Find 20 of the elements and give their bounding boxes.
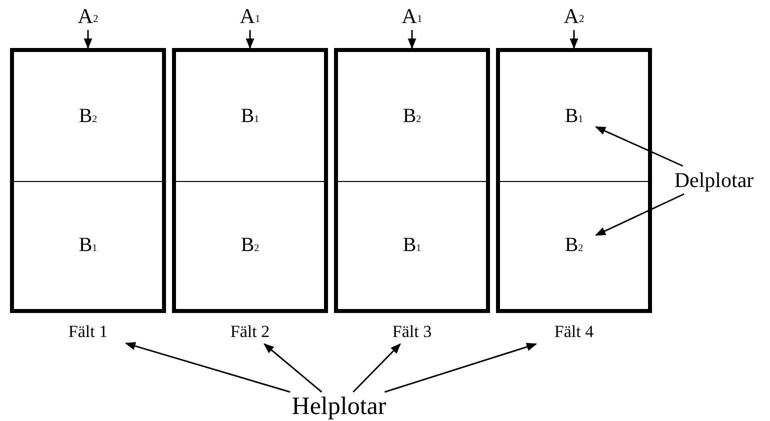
whole-plot-box	[334, 48, 490, 313]
arrow	[595, 193, 684, 236]
whole-plot-box	[496, 48, 652, 313]
whole-plot-box	[10, 48, 166, 313]
whole-plot-box	[172, 48, 328, 313]
arrow	[384, 342, 538, 393]
callout-label: Helplotar	[288, 392, 390, 421]
callout-label: Delplotar	[660, 166, 768, 194]
arrow	[352, 343, 401, 393]
field-label: Fält 3	[374, 320, 450, 344]
field-label: Fält 1	[50, 320, 126, 344]
arrow	[570, 30, 578, 50]
field-label: Fält 2	[212, 320, 288, 344]
arrow	[125, 342, 290, 393]
arrow	[595, 126, 684, 167]
field-label: Fält 4	[536, 320, 612, 344]
arrow	[264, 343, 322, 393]
arrow	[408, 30, 416, 50]
arrow	[246, 30, 254, 50]
arrow	[84, 30, 92, 50]
